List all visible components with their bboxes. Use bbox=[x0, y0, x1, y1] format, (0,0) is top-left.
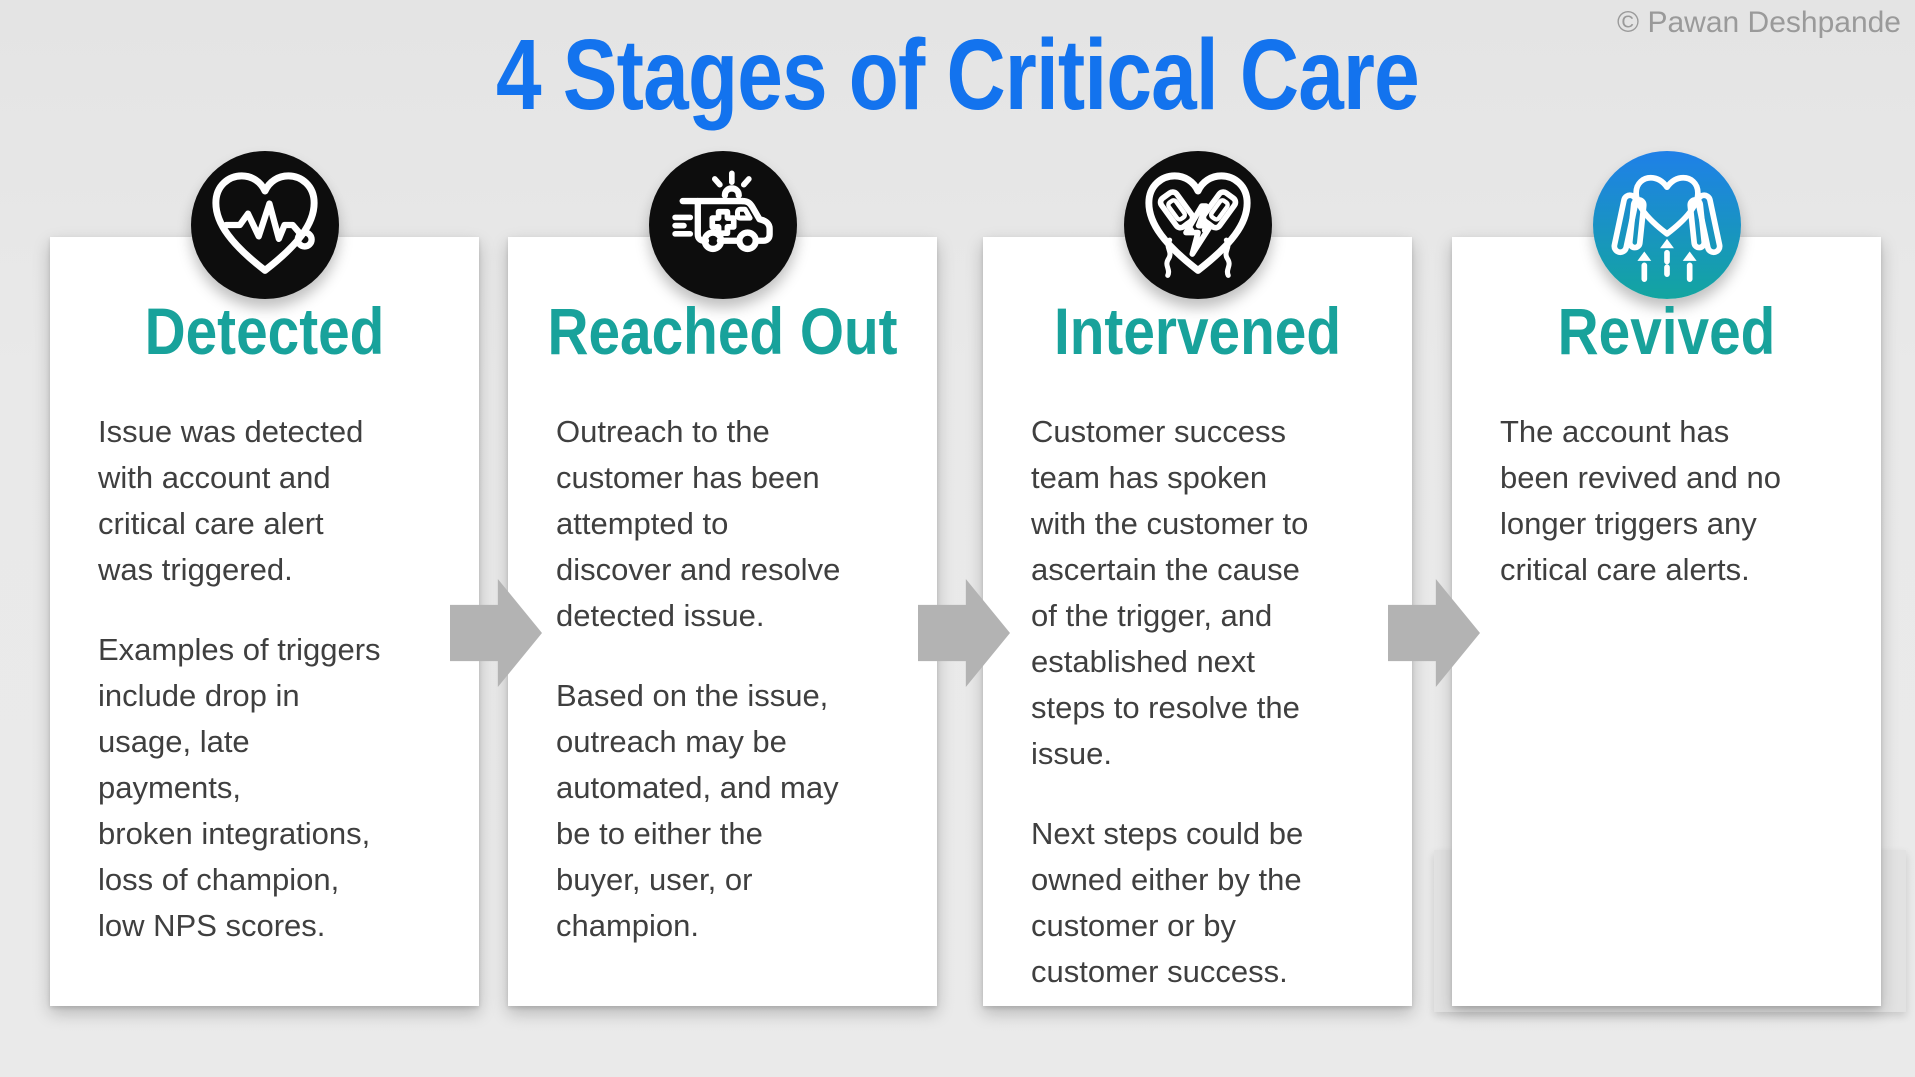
stage-heading: Detected bbox=[144, 294, 385, 368]
stage-card-revived: Revived The account has been revived and… bbox=[1452, 151, 1881, 1006]
stage-heading: Revived bbox=[1557, 294, 1776, 368]
stage-heading: Intervened bbox=[1053, 294, 1342, 368]
stage-paragraph: Outreach to the customer has been attemp… bbox=[556, 414, 841, 633]
defibrillator-heart-icon bbox=[1144, 172, 1251, 278]
copyright-notice: © Pawan Deshpande bbox=[1617, 6, 1901, 39]
stage-icon-badge bbox=[648, 151, 797, 299]
stage-card-intervened: Intervened Customer success team has spo… bbox=[983, 151, 1412, 1006]
stage-paragraph: Next steps could be owned either by the … bbox=[1031, 816, 1304, 989]
stage-description: Outreach to the customer has been attemp… bbox=[556, 409, 911, 949]
stage-heading: Reached Out bbox=[547, 294, 898, 368]
stage-icon-badge bbox=[1123, 151, 1272, 299]
stage-description: Issue was detected with account and crit… bbox=[98, 409, 453, 949]
stage-description: The account has been revived and no long… bbox=[1500, 409, 1855, 627]
stage-paragraph: The account has been revived and no long… bbox=[1500, 414, 1781, 587]
stage-description: Customer success team has spoken with th… bbox=[1031, 409, 1386, 995]
ambulance-icon bbox=[671, 170, 773, 253]
stage-paragraph: Issue was detected with account and crit… bbox=[98, 414, 364, 587]
stage-icon-badge bbox=[1592, 151, 1741, 299]
stage-paragraph: Customer success team has spoken with th… bbox=[1031, 414, 1309, 771]
stage-card-reached-out: Reached Out Outreach to the customer has… bbox=[508, 151, 937, 1006]
heart-hands-revival-icon bbox=[1611, 174, 1722, 283]
stage-paragraph: Based on the issue, outreach may be auto… bbox=[556, 678, 839, 943]
stage-icon-badge bbox=[190, 151, 339, 299]
page-title: 4 Stages of Critical Care bbox=[496, 19, 1420, 131]
stage-paragraph: Examples of triggers include drop in usa… bbox=[98, 632, 381, 943]
stage-card-detected: Detected Issue was detected with account… bbox=[50, 151, 479, 1006]
heart-pulse-icon bbox=[211, 172, 318, 274]
